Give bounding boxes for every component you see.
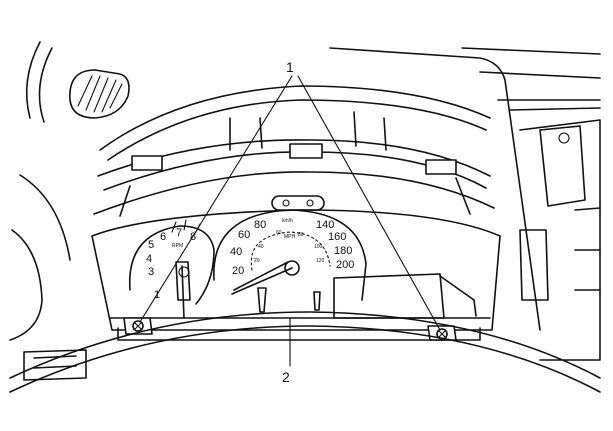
steering-wheel	[9, 311, 601, 393]
air-vent	[69, 69, 130, 119]
callout-1: 1	[286, 59, 294, 75]
kmh-80: 80	[254, 219, 266, 231]
right-side-bracket	[519, 119, 601, 361]
callout-2: 2	[282, 369, 290, 385]
tacho-number-7: 7	[176, 227, 182, 239]
unit-mph: MPH	[284, 234, 296, 240]
adjust-knob	[313, 291, 321, 311]
tacho-number-5: 5	[148, 239, 154, 251]
dashboard-left-panel	[9, 41, 71, 341]
mph-80: 80	[298, 232, 304, 238]
mph-20: 20	[254, 258, 260, 264]
unit-kmh: km/h	[282, 218, 293, 224]
tacho-number-6: 6	[160, 231, 166, 243]
mph-60: 60	[276, 230, 282, 236]
kmh-200: 200	[336, 259, 354, 271]
kmh-140: 140	[316, 219, 334, 231]
kmh-20: 20	[232, 265, 244, 277]
leader-1-right	[297, 75, 441, 331]
mph-100: 100	[314, 244, 323, 250]
tacho-needle	[181, 265, 185, 319]
mph-40: 40	[258, 244, 264, 250]
kmh-160: 160	[328, 231, 346, 243]
trip-reset-knob	[257, 287, 267, 313]
kmh-180: 180	[334, 245, 352, 257]
kmh-60: 60	[238, 229, 250, 241]
kmh-40: 40	[230, 246, 242, 258]
cluster-housing-top	[93, 111, 495, 217]
tachometer: 1 3 4 5 6 7 8 RPM	[128, 219, 215, 319]
tacho-unit: RPM	[172, 243, 183, 249]
fuel-temp-gauge-area	[333, 273, 477, 319]
mph-120: 120	[316, 258, 325, 264]
tacho-number-3: 3	[148, 266, 154, 278]
speedo-needle	[231, 267, 293, 295]
tacho-number-4: 4	[146, 253, 152, 265]
leader-1-left	[139, 75, 293, 323]
dashboard-hood	[99, 47, 601, 331]
leader-lines	[139, 75, 441, 367]
speedometer: 20 40 60 80 140 160 180 200 km/h MPH 20 …	[213, 209, 367, 313]
tacho-pivot	[178, 266, 190, 278]
